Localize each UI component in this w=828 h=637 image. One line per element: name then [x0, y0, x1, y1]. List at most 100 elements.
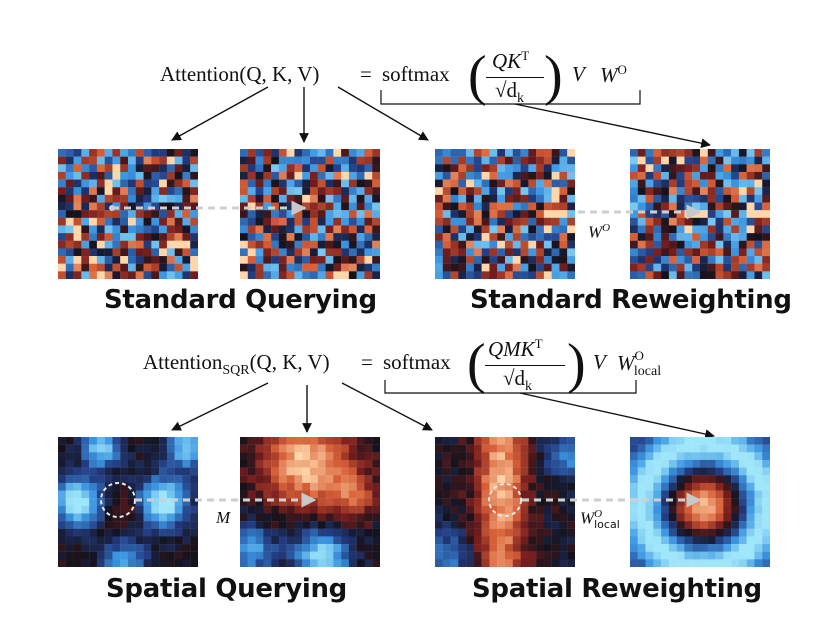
- heatmap-cell: [442, 149, 451, 157]
- heatmap-cell: [73, 240, 82, 249]
- heatmap-cell: [120, 482, 129, 491]
- heatmap-cell: [692, 194, 701, 203]
- heatmap-cell: [151, 467, 160, 476]
- heatmap-cell: [240, 233, 248, 241]
- heatmap-cell: [151, 149, 160, 157]
- heatmap-cell: [707, 263, 716, 272]
- heatmap-cell: [263, 187, 272, 196]
- heatmap-cell: [754, 513, 763, 522]
- heatmap-cell: [489, 444, 498, 453]
- heatmap-cell: [645, 217, 654, 226]
- fraction-bar: [485, 365, 565, 366]
- heatmap-cell: [754, 248, 763, 257]
- heatmap-cell: [356, 225, 365, 234]
- heatmap-cell: [143, 475, 152, 484]
- heatmap-cell: [166, 225, 175, 234]
- heatmap-cell: [505, 164, 513, 173]
- heatmap-cell: [497, 528, 506, 537]
- heatmap-cell: [182, 240, 191, 249]
- heatmap-cell: [458, 475, 467, 484]
- heatmap-cell: [536, 194, 545, 203]
- heatmap-cell: [762, 233, 770, 241]
- heatmap-cell: [700, 475, 708, 484]
- heatmap-cell: [166, 171, 175, 180]
- arrow-top-left: [171, 86, 269, 141]
- heatmap-cell: [247, 513, 256, 522]
- heatmap-cell: [559, 271, 568, 279]
- heatmap-cell: [151, 217, 160, 226]
- heatmap-cell: [505, 256, 513, 264]
- heatmap-cell: [240, 202, 248, 211]
- heatmap-cell: [466, 467, 475, 476]
- heatmap-cell: [661, 452, 670, 461]
- heatmap-cell: [128, 256, 136, 264]
- heatmap-cell: [65, 240, 74, 249]
- heatmap-cell: [512, 452, 521, 461]
- heatmap-cell: [286, 217, 295, 226]
- heatmap-cell: [128, 217, 136, 226]
- formula-numerator: QKT: [492, 48, 530, 73]
- heatmap-cell: [96, 171, 105, 180]
- heatmap-cell: [684, 544, 693, 552]
- heatmap-cell: [65, 263, 74, 272]
- heatmap-cell: [458, 467, 467, 476]
- heatmap-cell: [364, 505, 373, 514]
- heatmap-cell: [645, 240, 654, 249]
- heatmap-cell: [528, 156, 537, 165]
- heatmap-cell: [89, 544, 98, 552]
- heatmap-cell: [559, 544, 568, 552]
- heatmap-cell: [630, 210, 638, 218]
- heatmap-cell: [128, 482, 136, 491]
- heatmap-cell: [505, 263, 513, 272]
- heatmap-cell: [247, 536, 256, 545]
- heatmap-cell: [294, 263, 303, 272]
- heatmap-cell: [536, 263, 545, 272]
- heatmap-cell: [497, 233, 506, 241]
- heatmap-cell: [630, 498, 638, 506]
- heatmap-cell: [738, 498, 747, 506]
- heatmap-cell: [536, 156, 545, 165]
- heatmap-cell: [151, 202, 160, 211]
- heatmap-cell: [754, 156, 763, 165]
- heatmap-cell: [190, 498, 198, 506]
- heatmap-cell: [240, 536, 248, 545]
- heatmap-cell: [247, 194, 256, 203]
- heatmap-cell: [543, 248, 552, 257]
- heatmap-cell: [317, 559, 326, 567]
- heatmap-cell: [364, 187, 373, 196]
- heatmap-cell: [676, 233, 685, 241]
- heatmap-cell: [240, 179, 248, 188]
- heatmap-cell: [143, 179, 152, 188]
- heatmap-cell: [630, 513, 638, 522]
- heatmap-cell: [466, 256, 475, 264]
- heatmap-cell: [271, 194, 280, 203]
- heatmap-cell: [190, 505, 198, 514]
- heatmap-cell: [294, 233, 303, 241]
- heatmap-cell: [489, 202, 498, 211]
- heatmap-cell: [762, 521, 770, 529]
- heatmap-cell: [551, 240, 560, 249]
- heatmap-cell: [302, 149, 311, 157]
- heatmap-cell: [668, 179, 677, 188]
- heatmap-cell: [746, 467, 755, 476]
- heatmap-cell: [661, 149, 670, 157]
- heatmap-cell: [263, 513, 272, 522]
- heatmap-cell: [520, 482, 529, 491]
- heatmap-cell: [271, 187, 280, 196]
- heatmap-cell: [73, 248, 82, 257]
- heatmap-cell: [81, 271, 90, 279]
- operator-wlocal: WOlocal: [578, 508, 622, 532]
- heatmap-cell: [128, 156, 136, 165]
- heatmap-cell: [364, 544, 373, 552]
- heatmap-cell: [58, 521, 66, 529]
- heatmap-cell: [143, 194, 152, 203]
- heatmap-cell: [637, 452, 646, 461]
- heatmap-cell: [143, 171, 152, 180]
- heatmap-cell: [653, 210, 662, 218]
- heatmap-cell: [120, 490, 129, 499]
- heatmap-cell: [372, 452, 380, 461]
- heatmap-cell: [104, 475, 113, 484]
- heatmap-cell: [481, 521, 490, 529]
- heatmap-cell: [135, 256, 144, 264]
- heatmap-cell: [684, 194, 693, 203]
